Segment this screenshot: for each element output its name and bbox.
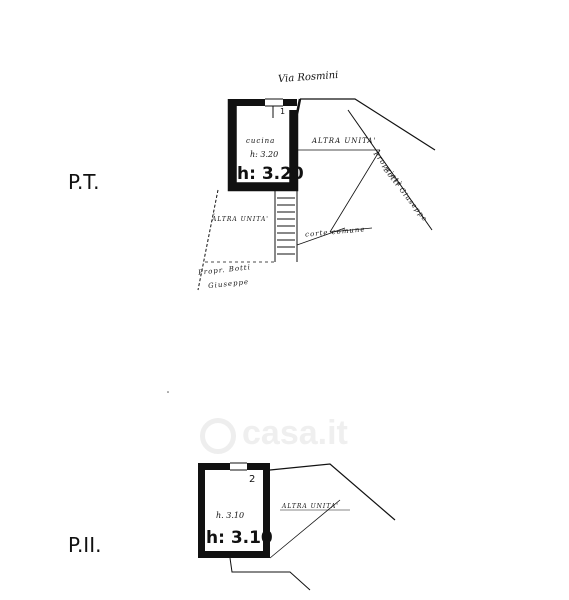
room-number-second: 2 xyxy=(249,474,256,485)
second-floor-plan xyxy=(198,462,396,591)
floor-label-second: P.II. xyxy=(68,533,102,557)
room-height-big-second: h: 3.10 xyxy=(206,528,273,548)
room-height-small-second: h. 3.10 xyxy=(216,511,245,520)
room-number-ground: 1 xyxy=(280,107,286,116)
second-floor-boundary-line xyxy=(269,463,396,521)
house-icon xyxy=(200,418,236,454)
second-floor-boundary-diagonal xyxy=(269,499,341,559)
neighbor-left-ground: ALTRA UNITA' xyxy=(212,216,269,223)
neighbor-right-second: ALTRA UNITA' xyxy=(282,503,339,510)
ground-floor-plan xyxy=(197,98,436,291)
watermark-text: casa.it xyxy=(242,414,348,452)
ground-floor-boundary-lower xyxy=(329,149,381,233)
ground-floor-boundary-diagonal xyxy=(347,109,433,231)
ground-floor-stair xyxy=(274,190,298,262)
room-name-ground: cucina xyxy=(246,137,276,145)
floor-label-ground: P.T. xyxy=(68,170,100,194)
room-height-small-ground: h: 3.20 xyxy=(250,150,279,159)
neighbor-right-ground: ALTRA UNITA' xyxy=(312,137,377,145)
room-height-big-ground: h: 3.20 xyxy=(237,164,304,184)
second-floor-boundary-lower xyxy=(229,557,311,591)
ground-floor-street-line xyxy=(300,98,436,151)
